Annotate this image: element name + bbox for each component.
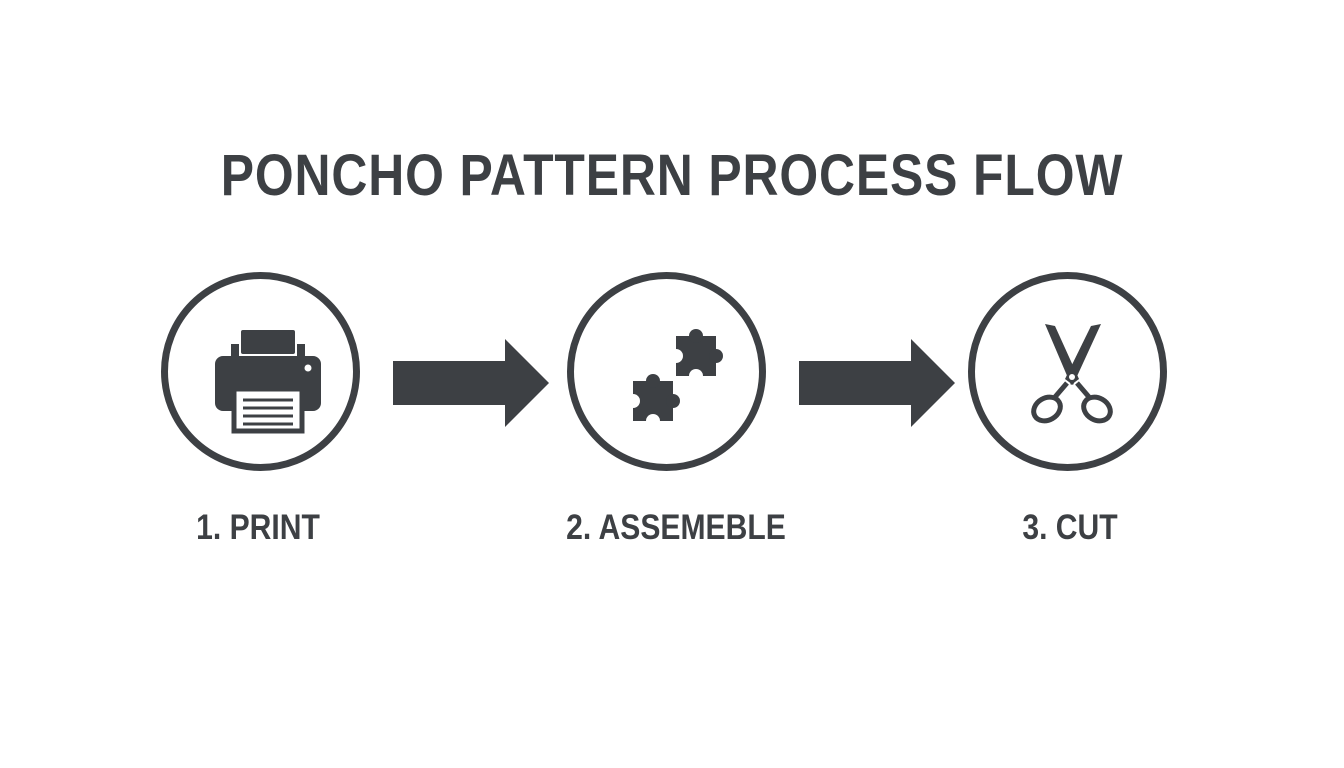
arrow-right-icon bbox=[393, 339, 549, 427]
step-print-node bbox=[161, 272, 360, 471]
printer-icon bbox=[215, 330, 321, 434]
step-label-cut: 3. CUT bbox=[1022, 508, 1118, 547]
puzzle-pieces-icon bbox=[626, 329, 723, 428]
step-cut-node bbox=[968, 272, 1167, 471]
step-label-print: 1. PRINT bbox=[196, 508, 320, 547]
arrow-right-icon bbox=[799, 339, 955, 427]
step-label-assemble: 2. ASSEMEBLE bbox=[566, 508, 786, 547]
scissors-icon bbox=[1031, 324, 1113, 424]
page-title: PONCHO PATTERN PROCESS FLOW bbox=[220, 143, 1124, 208]
step-assemble-node bbox=[567, 272, 766, 471]
